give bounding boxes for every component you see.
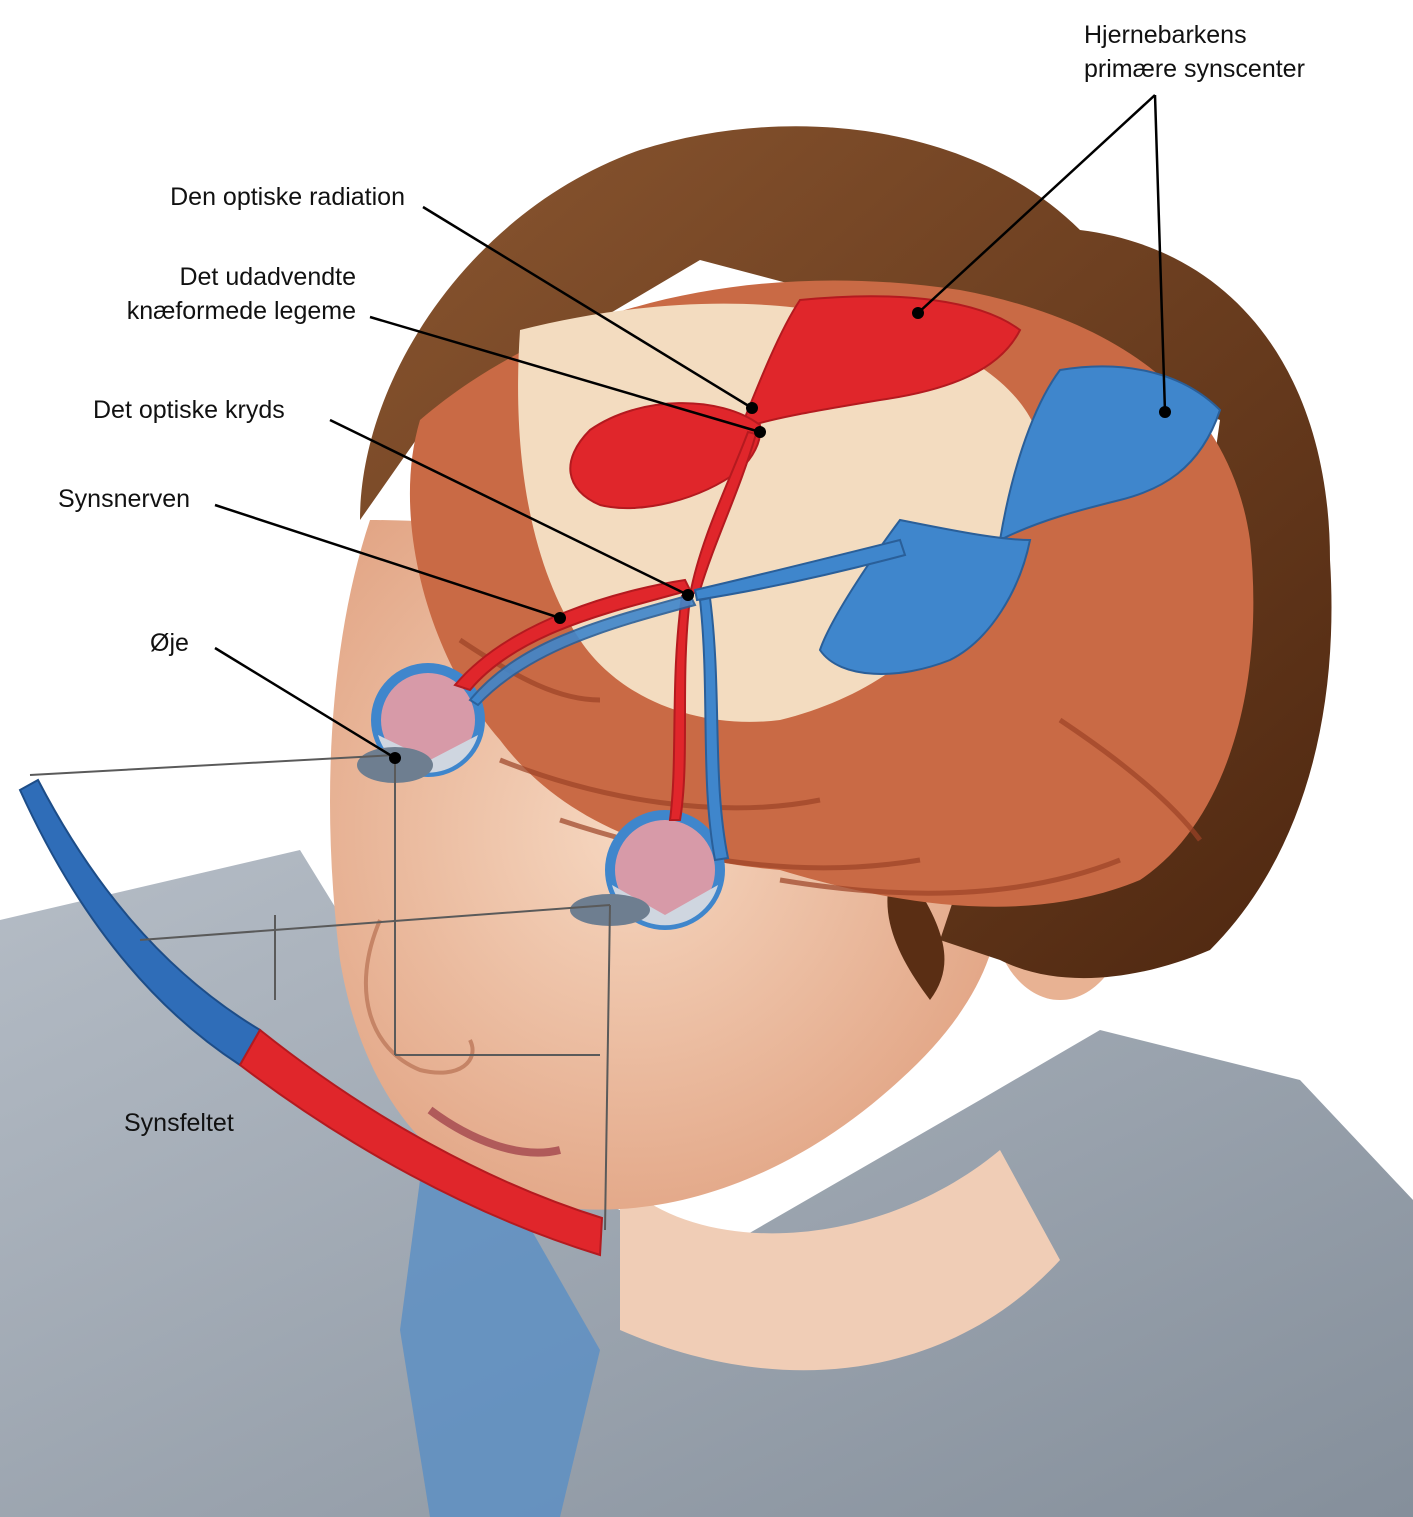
label-optic-radiation-text: Den optiske radiation xyxy=(100,180,405,214)
label-optic-chiasm-text: Det optiske kryds xyxy=(93,393,285,427)
label-primary-visual-cortex: Hjernebarkens primære synscenter xyxy=(1084,18,1305,86)
label-visual-field: Synsfeltet xyxy=(124,1106,234,1140)
label-optic-nerve-text: Synsnerven xyxy=(58,482,190,516)
label-optic-radiation: Den optiske radiation xyxy=(100,180,405,214)
label-lateral-geniculate-body: Det udadvendte knæformede legeme xyxy=(60,260,356,328)
label-eye: Øje xyxy=(150,626,189,660)
label-visual-field-text: Synsfeltet xyxy=(124,1106,234,1140)
label-optic-nerve: Synsnerven xyxy=(58,482,190,516)
label-optic-chiasm: Det optiske kryds xyxy=(93,393,285,427)
label-primary-visual-cortex-line2: primære synscenter xyxy=(1084,52,1305,86)
label-lateral-geniculate-line1: Det udadvendte xyxy=(60,260,356,294)
label-primary-visual-cortex-line1: Hjernebarkens xyxy=(1084,18,1305,52)
label-lateral-geniculate-line2: knæformede legeme xyxy=(60,294,356,328)
label-eye-text: Øje xyxy=(150,626,189,660)
